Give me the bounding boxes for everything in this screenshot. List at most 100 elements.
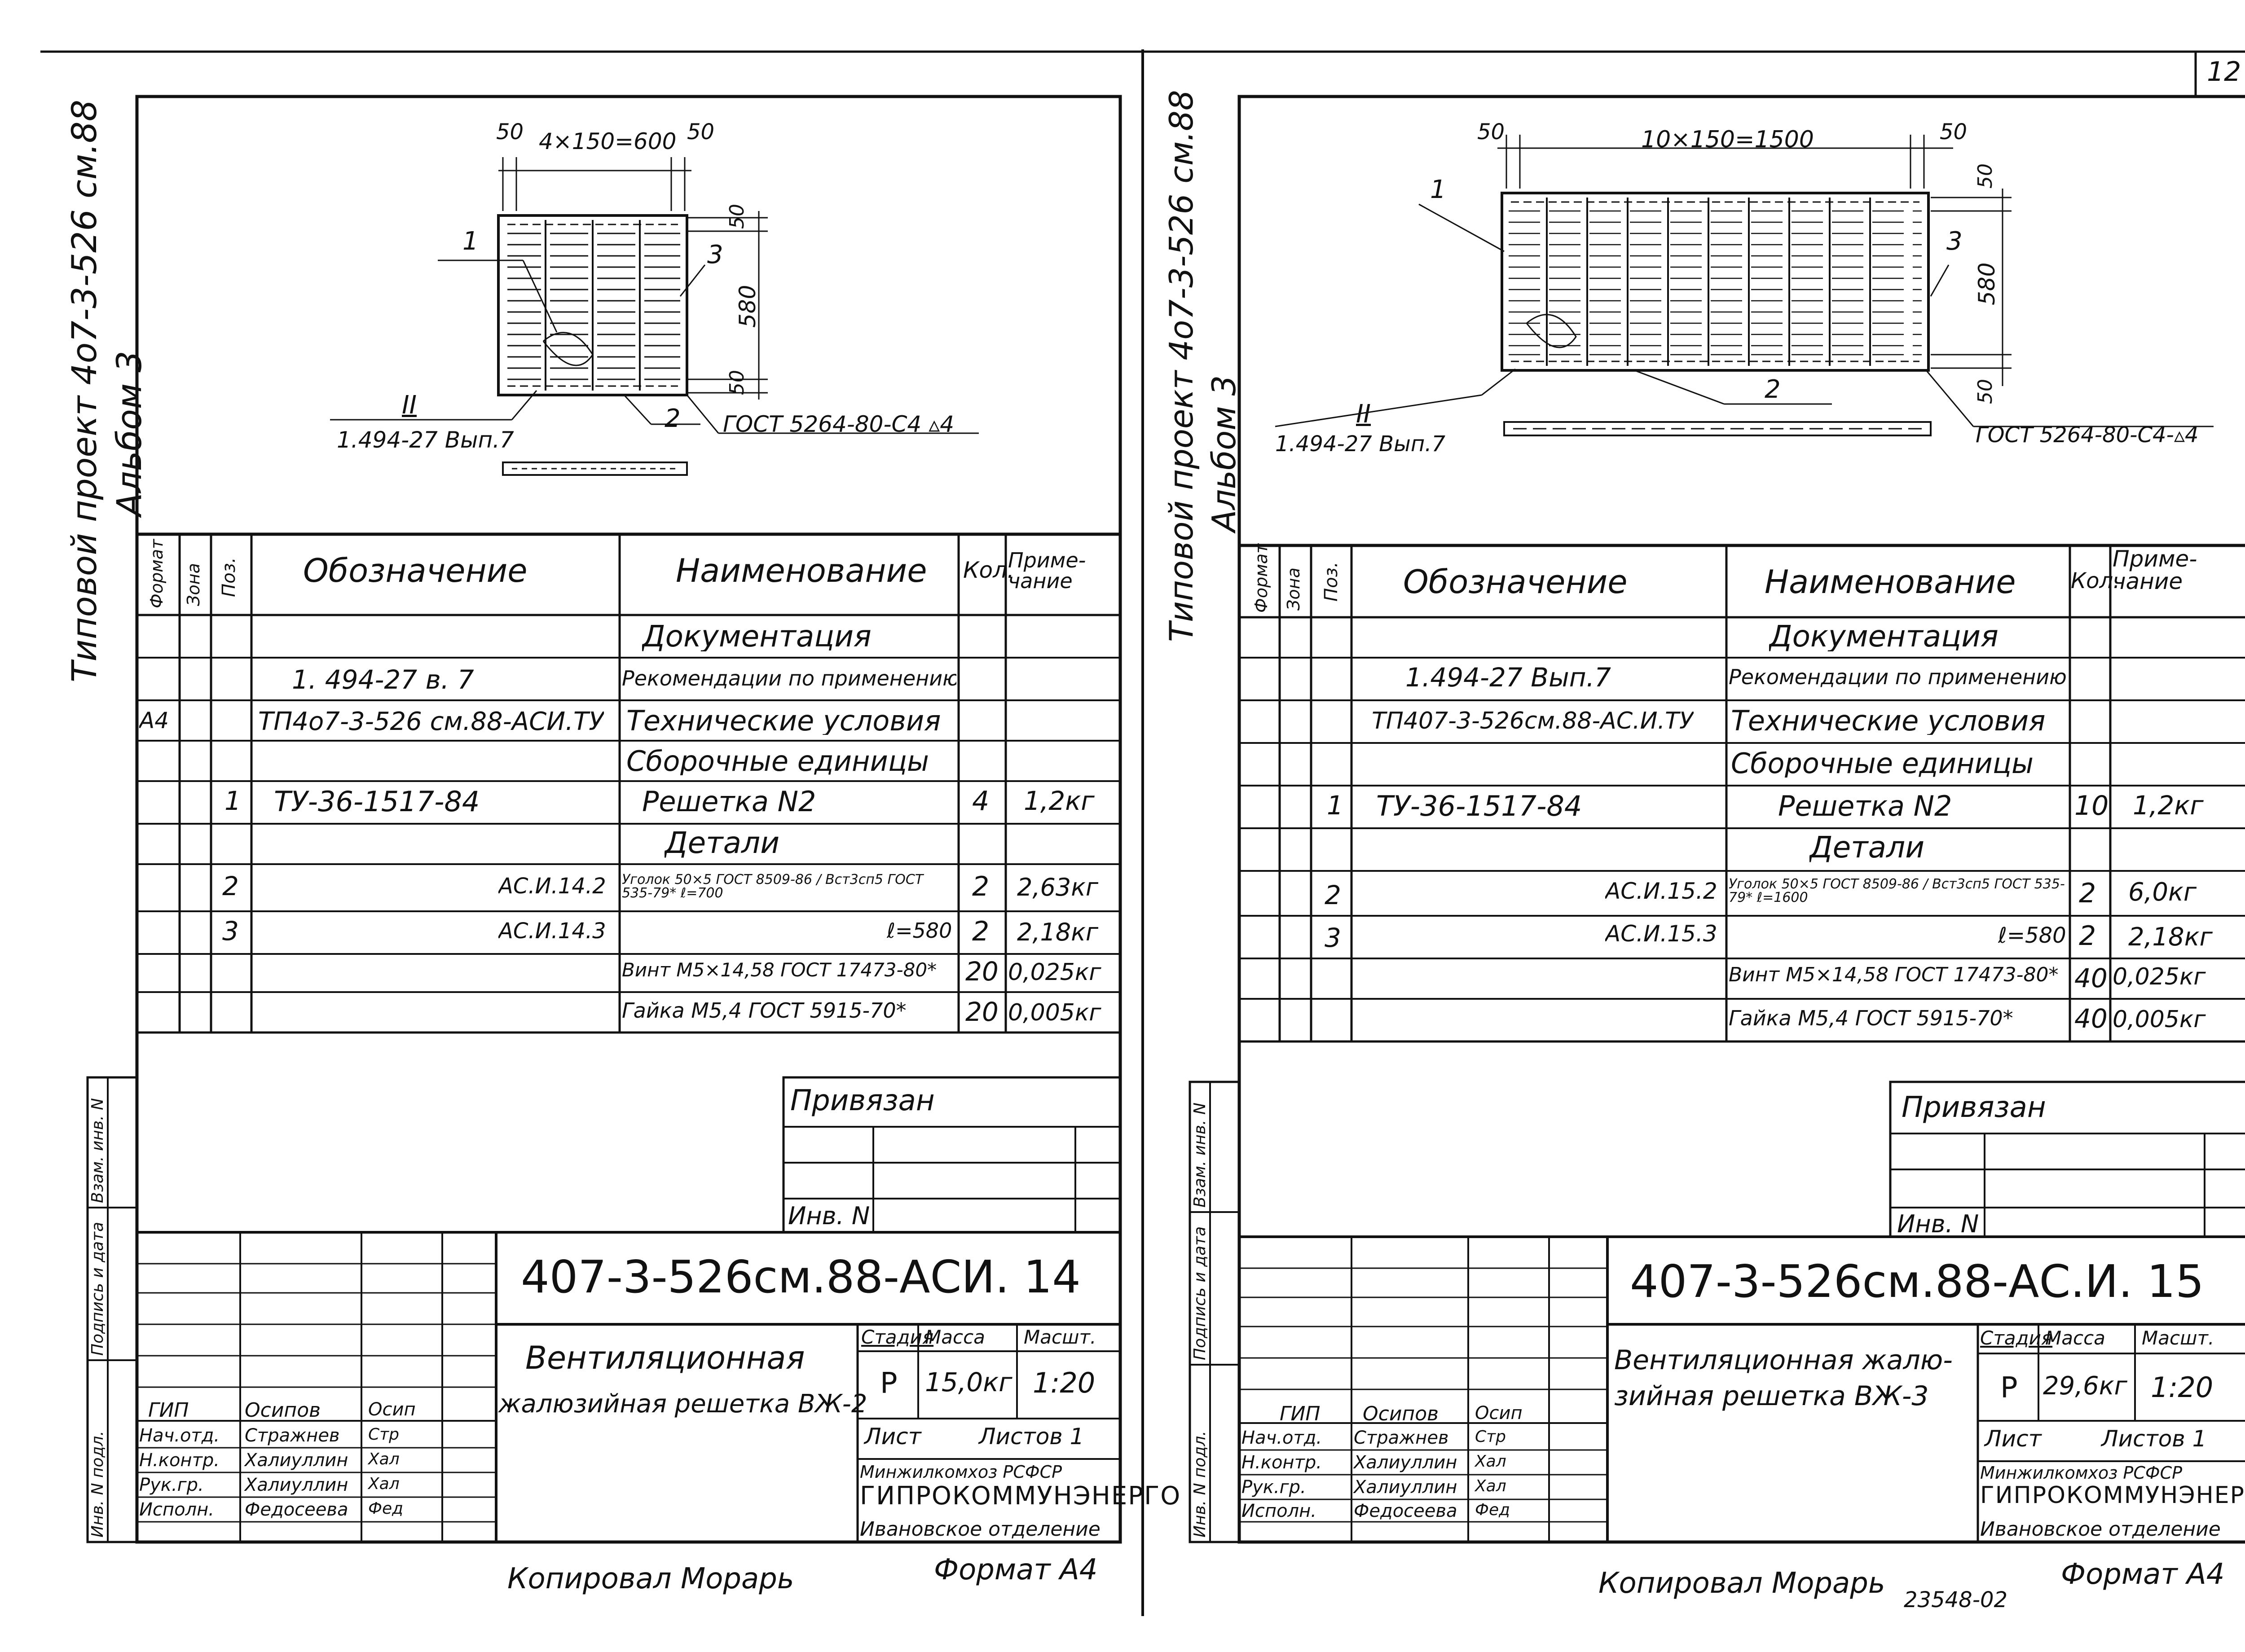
left-sheet: Лист [864,1424,921,1450]
right-row-0-name: Документация [1769,622,1998,651]
right-side-stamp-3: Инв. N подл. [1191,1431,1209,1538]
left-doc-code: 407-3-526см.88-АСИ. 14 [521,1251,1081,1303]
right-format: Формат А4 [2061,1558,2225,1591]
left-row-4-name: Решетка N2 [642,788,816,816]
right-row-4-name: Решетка N2 [1778,792,1952,820]
left-role-4-sign: Фед [368,1499,404,1518]
left-row-5-name: Детали [665,828,780,858]
right-side-stamp-2: Подпись и дата [1191,1226,1209,1360]
left-role-4-name: Федосеева [245,1499,348,1520]
left-dim-6: 50 [726,370,748,395]
right-row-7-designation: АС.И.15.3 [1605,923,1717,945]
left-role-1-name: Стражнев [245,1425,340,1446]
right-role-2-name: Халиуллин [1354,1452,1457,1473]
left-role-2-name: Халиуллин [245,1450,348,1471]
right-privyazan: Привязан [1902,1091,2046,1124]
left-row-4-designation: ТУ-36-1517-84 [274,788,480,816]
left-hdr-pos: Поз. [219,557,239,597]
right-role-4-sign: Фед [1475,1501,1510,1519]
left-scale-hdr: Масшт. [1024,1326,1096,1348]
right-row-2-name: Технические условия [1731,707,2046,735]
left-row-9-name: Гайка М5,4 ГОСТ 5915-70* [622,1000,907,1021]
right-row-4-note: 1,2кг [2133,792,2204,818]
right-role-2: Н.контр. [1241,1452,1322,1473]
left-hdr-format: Формат [147,539,167,608]
left-role-3-sign: Хал [368,1475,400,1493]
left-role-2-sign: Хал [368,1450,400,1468]
right-role-0-name: Осипов [1363,1402,1439,1425]
right-row-1-designation: 1.494-27 Вып.7 [1405,664,1611,690]
left-callout-2: 2 [665,404,681,433]
right-grille-front [1275,135,2214,436]
right-dim-1: 50 [1477,119,1505,145]
right-row-5-name: Детали [1809,833,1925,862]
right-org-3: Ивановское отделение [1980,1518,2221,1541]
left-role-1-sign: Стр [368,1425,399,1444]
right-org-1: Минжилкомхоз РСФСР [1980,1463,2183,1483]
left-callout-1: 1 [462,227,479,256]
right-callout-3: 3 [1946,227,1963,256]
left-row-8-note: 0,025кг [1008,961,1101,984]
left-row-6-name: Уголок 50×5 ГОСТ 8509-86 / Вст3сп5 ГОСТ … [622,873,924,900]
right-role-3-sign: Хал [1475,1477,1506,1495]
right-row-9-note: 0,005кг [2113,1008,2206,1031]
right-row-7-note: 2,18кг [2128,925,2213,950]
left-grille-front [330,157,979,476]
right-hdr-format: Формат [1251,543,1271,613]
left-hdr-zone: Зона [184,563,203,606]
right-row-6-designation: АС.И.15.2 [1605,880,1717,902]
right-scale-hdr: Масшт. [2142,1327,2214,1349]
left-title-1: Вентиляционная [525,1340,805,1376]
left-format: Формат А4 [934,1553,1098,1586]
right-row-9-qty: 40 [2074,1006,2108,1032]
left-org-1: Минжилкомхоз РСФСР [860,1462,1062,1482]
right-row-8-note: 0,025кг [2113,965,2206,989]
right-hdr-designation: Обозначение [1403,563,1628,601]
right-ref: 1.494-27 Вып.7 [1275,431,1446,457]
right-gost-weld: ГОСТ 5264-80-С4-▵4 [1976,422,2199,448]
right-row-7-pos: 3 [1325,925,1341,951]
left-row-2-name: Технические условия [626,707,941,735]
left-row-9-note: 0,005кг [1008,1001,1101,1024]
left-side-stamp-2: Подпись и дата [88,1221,107,1356]
left-role-4: Исполн. [139,1499,214,1520]
left-side-stamp-3: Инв. N подл. [88,1431,107,1538]
left-margin-title: Типовой проект 4о7-3-526 см.88 [64,100,104,682]
right-role-0-sign: Осип [1475,1403,1523,1424]
left-role-1: Нач.отд. [139,1425,220,1446]
right-row-8-name: Винт М5×14,58 ГОСТ 17473-80* [1729,965,2059,985]
right-role-4-name: Федосеева [1354,1501,1457,1521]
left-org-3: Ивановское отделение [860,1518,1100,1541]
right-role-3-name: Халиуллин [1354,1477,1457,1498]
right-callout-1: 1 [1430,175,1446,204]
right-inv: Инв. N [1897,1210,1979,1238]
left-hdr-name: Наименование [676,552,927,589]
left-privyazan: Привязан [790,1084,935,1117]
left-row-7-note: 2,18кг [1017,920,1099,945]
right-row-8-qty: 40 [2074,965,2108,991]
left-mass-hdr: Масса [925,1326,985,1348]
right-hdr-name: Наименование [1765,563,2016,601]
left-org-2: ГИПРОКОММУНЭНЕРГО [860,1481,1181,1511]
right-doc-code: 407-3-526см.88-АС.И. 15 [1630,1255,2204,1308]
left-ref: 1.494-27 Вып.7 [337,427,514,453]
right-side-stamp-1: Взам. инв. N [1191,1103,1209,1208]
left-role-3-name: Халиуллин [245,1475,348,1495]
left-row-0-name: Документация [642,622,872,651]
right-stage: Р [2000,1371,2018,1405]
left-row-8-name: Винт М5×14,58 ГОСТ 17473-80* [622,961,937,980]
left-hdr-qty: Кол. [963,557,1014,583]
left-row-2-format: А4 [139,709,169,732]
right-row-4-designation: ТУ-36-1517-84 [1376,792,1582,820]
right-row-7-name: ℓ=580 [1998,925,2066,946]
right-row-9-name: Гайка М5,4 ГОСТ 5915-70* [1729,1008,2013,1028]
left-role-3: Рук.гр. [139,1475,204,1495]
page-number: 12 [2207,56,2241,88]
left-callout-3: 3 [707,240,723,269]
right-row-6-qty: 2 [2079,880,2096,907]
right-mass-hdr: Масса [2045,1327,2105,1349]
right-org-2: ГИПРОКОММУНЭНЕРГО [1980,1482,2245,1509]
right-row-1-name: Рекомендации по применению [1729,667,2067,687]
left-copied: Копировал Морарь [507,1562,794,1595]
right-role-2-sign: Хал [1475,1452,1506,1471]
